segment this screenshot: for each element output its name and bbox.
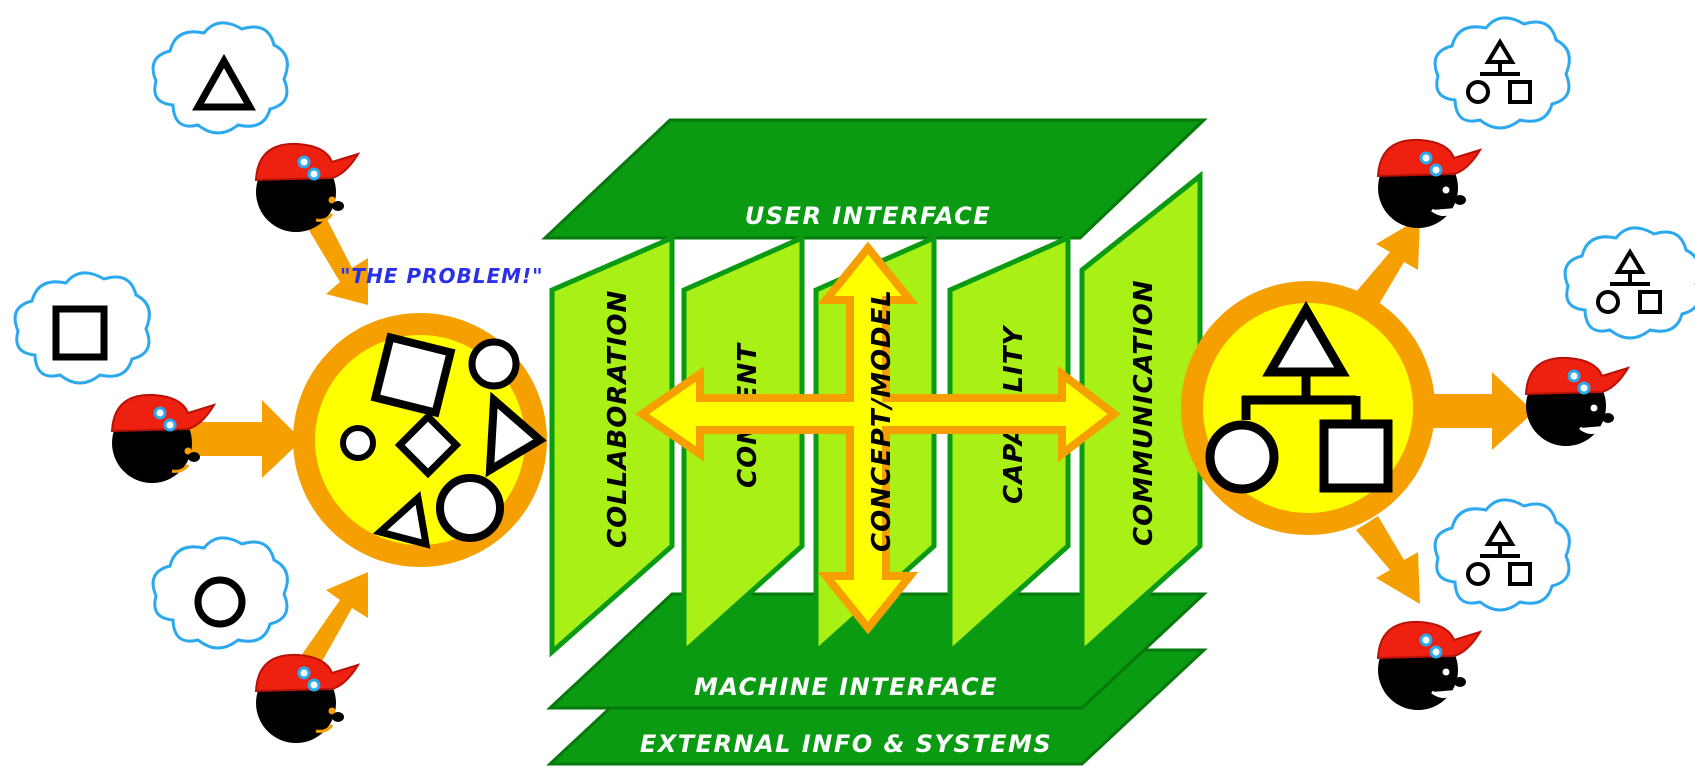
collaboration-panel: COLLABORATION: [549, 234, 675, 658]
person-icon: [1376, 138, 1482, 230]
circle-icon: [194, 576, 246, 628]
communication-panel: COMMUNICATION: [1079, 170, 1203, 658]
communication-label: COMMUNICATION: [1129, 280, 1159, 546]
capability-panel: CAPABILITY: [947, 234, 1071, 658]
concept-model-label: CONCEPT/MODEL: [867, 289, 897, 552]
hierarchy-icon: [1466, 38, 1532, 104]
arrow-top-right: [1356, 218, 1420, 306]
hierarchy-icon: [1466, 520, 1532, 586]
arrow-bottom-left: [298, 572, 368, 672]
external-info-label: EXTERNAL INFO & SYSTEMS: [640, 730, 1052, 758]
arrow-middle-right: [1430, 372, 1534, 450]
square-icon: [370, 332, 456, 418]
arrow-middle-left: [190, 400, 302, 478]
diamond-icon: [394, 411, 462, 479]
square-icon: [52, 305, 108, 361]
person-icon: [1376, 620, 1482, 712]
collaboration-label: COLLABORATION: [603, 290, 633, 548]
triangle-icon: [192, 53, 256, 111]
arrow-bottom-right: [1356, 516, 1420, 604]
person-icon: [254, 142, 360, 234]
user-interface-label: USER INTERFACE: [745, 202, 991, 230]
thought-cloud-icon: [1563, 226, 1695, 340]
hierarchy-icon: [1596, 248, 1662, 314]
circle-icon: [340, 425, 376, 461]
cross-arrow: CONCEPT/MODEL: [634, 241, 1121, 635]
triangle-icon: [485, 391, 547, 478]
circle-icon: [468, 338, 520, 390]
thought-cloud-icon: [1433, 16, 1571, 130]
thought-cloud-icon: [1433, 498, 1571, 612]
thought-cloud-icon: [151, 21, 289, 135]
circle-icon: [436, 474, 504, 542]
person-icon: [254, 653, 360, 745]
problem-label: "THE PROBLEM!": [340, 264, 544, 288]
solution-circle: [1181, 281, 1435, 535]
person-icon: [1524, 356, 1630, 448]
triangle-icon: [372, 491, 431, 549]
thought-cloud-icon: [13, 271, 151, 385]
thought-cloud-icon: [151, 536, 289, 650]
machine-interface-label: MACHINE INTERFACE: [694, 673, 998, 701]
user-interface-plate: USER INTERFACE: [541, 118, 1208, 240]
hierarchy-icon: [1205, 301, 1393, 494]
problem-circle: [293, 313, 547, 567]
